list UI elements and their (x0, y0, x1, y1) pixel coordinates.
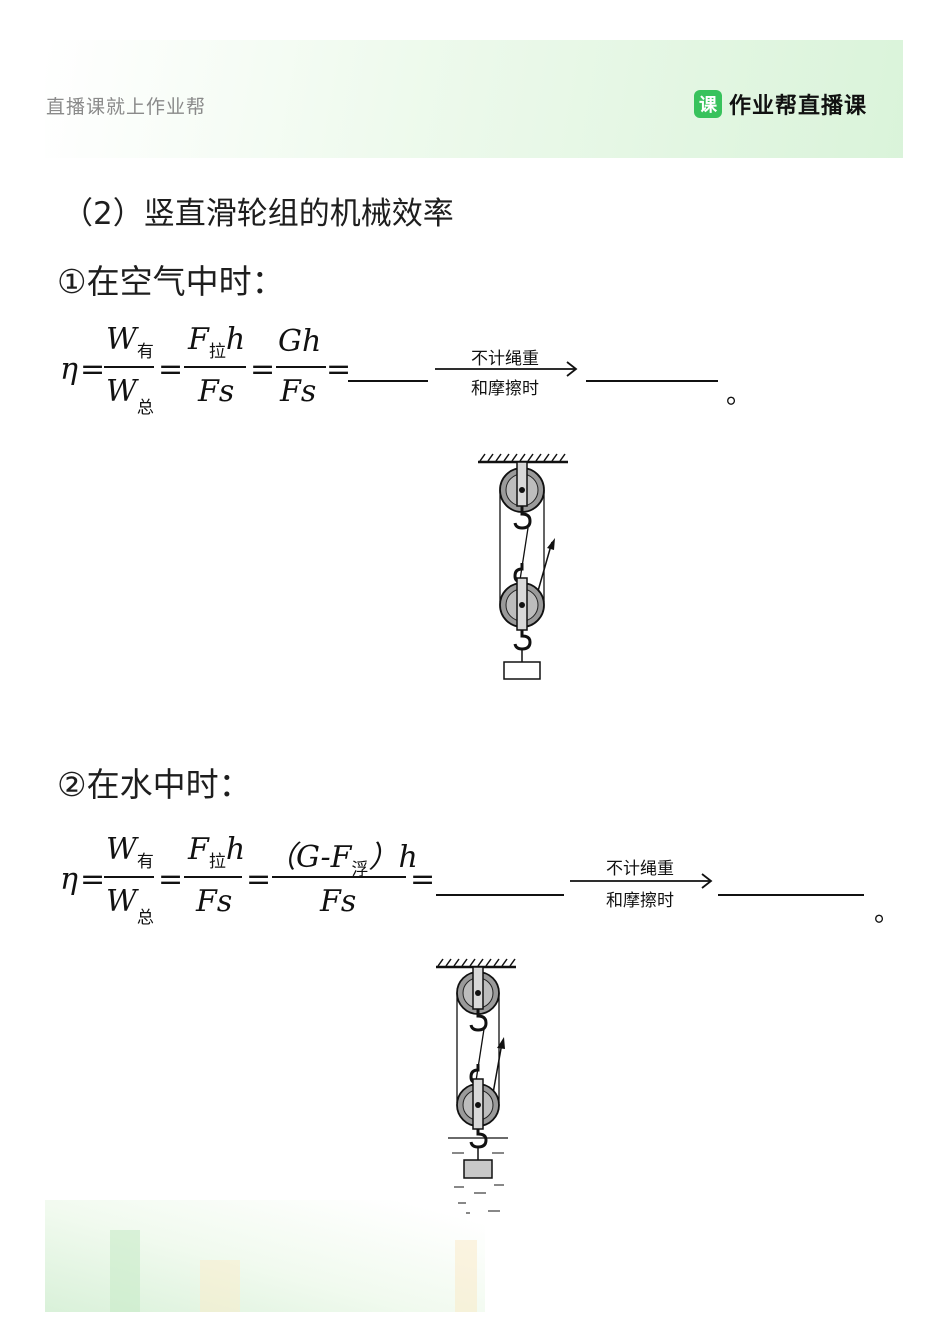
brand-icon: 课 (694, 90, 722, 118)
header-slogan: 直播课就上作业帮 (46, 96, 207, 118)
equals-sign: = (250, 352, 276, 387)
equals-sign: = (80, 352, 106, 387)
fraction-line (184, 876, 242, 878)
denominator-w-total: W总 (106, 884, 154, 928)
eta-symbol: η (60, 862, 78, 897)
answer-blank (348, 380, 428, 382)
denominator-fs: Fs (320, 884, 357, 919)
equals-sign: = (158, 862, 184, 897)
answer-blank (586, 380, 718, 382)
answer-blank (718, 894, 864, 896)
fraction-line (104, 876, 154, 878)
header-background (45, 40, 903, 158)
numerator-g-minus-fbuoy-h: （G-F浮）h (266, 840, 418, 880)
footer-decoration-bar (110, 1230, 140, 1312)
brand-name: 作业帮直播课 (729, 94, 868, 119)
denominator-fs: Fs (280, 374, 317, 409)
period: 。 (874, 898, 901, 928)
numerator-f-pull-h: F拉h (188, 832, 246, 872)
formula-water: η = W有 W总 = F拉h Fs = （G-F浮）h Fs = 不计绳重 和… (60, 832, 910, 942)
numerator-w-useful: W有 (106, 322, 154, 362)
denominator-w-total: W总 (106, 374, 154, 418)
numerator-w-useful: W有 (106, 832, 154, 872)
formula-air: η = W有 W总 = F拉h Fs = Gh Fs = 不计绳重 和摩擦时 。 (60, 322, 780, 432)
arrow-icon (570, 873, 713, 889)
numerator-gh: Gh (278, 324, 322, 359)
footer-decoration-bar (200, 1260, 240, 1312)
eta-symbol: η (60, 352, 78, 387)
footer-decoration-bar (455, 1240, 477, 1312)
section-title: （2）竖直滑轮组的机械效率 (62, 196, 454, 232)
condition-bottom: 和摩擦时 (471, 379, 539, 399)
period: 。 (726, 380, 753, 410)
case2-title: ②在水中时： (57, 765, 252, 804)
fraction-line (276, 366, 326, 368)
equals-sign: = (326, 352, 352, 387)
fraction-line (104, 366, 154, 368)
fraction-line (272, 876, 406, 878)
condition-top: 不计绳重 (471, 349, 539, 369)
pulley-figure-water (436, 958, 516, 1214)
pulley-figure-air (478, 453, 568, 680)
denominator-fs: Fs (196, 884, 233, 919)
arrow-icon (435, 361, 578, 377)
equals-sign: = (158, 352, 184, 387)
case1-title: ①在空气中时： (57, 262, 285, 301)
equals-sign: = (410, 862, 436, 897)
condition-top: 不计绳重 (606, 859, 674, 879)
denominator-fs: Fs (198, 374, 235, 409)
numerator-f-pull-h: F拉h (188, 322, 246, 362)
equals-sign: = (80, 862, 106, 897)
fraction-line (184, 366, 246, 368)
brand-logo: 课 作业帮直播课 (694, 88, 867, 120)
answer-blank (436, 894, 564, 896)
condition-bottom: 和摩擦时 (606, 891, 674, 911)
equals-sign: = (246, 862, 272, 897)
